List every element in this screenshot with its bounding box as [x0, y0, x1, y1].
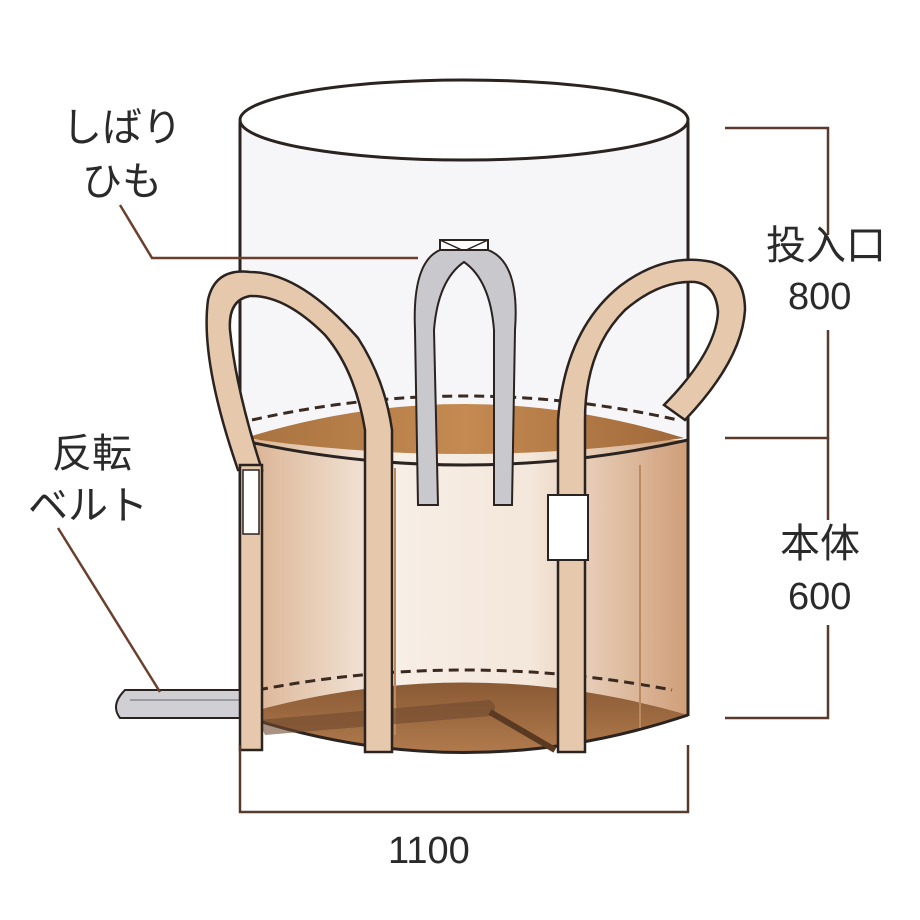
dimension-body	[725, 438, 830, 720]
diameter-size: 1100	[388, 830, 470, 872]
reversing-belt-label-line2: ベルト	[28, 483, 148, 529]
reversing-belt	[115, 689, 557, 753]
body-size: 600	[788, 576, 852, 618]
tie-string	[413, 239, 517, 506]
tie-string-label-line1: しばり	[62, 105, 182, 151]
bag-body	[238, 394, 690, 754]
body-label: 本体	[780, 521, 860, 567]
inlet-label: 投入口	[766, 223, 886, 269]
tie-string-leader	[118, 204, 418, 260]
reversing-belt-leader	[56, 527, 162, 693]
dimension-diameter	[238, 745, 690, 814]
lifting-belt-left	[205, 270, 394, 754]
inlet-size: 800	[788, 276, 852, 318]
tie-string-label-line2: ひも	[82, 159, 162, 205]
lifting-belt-right	[547, 258, 747, 754]
reversing-belt-label-line1: 反転	[52, 431, 132, 477]
